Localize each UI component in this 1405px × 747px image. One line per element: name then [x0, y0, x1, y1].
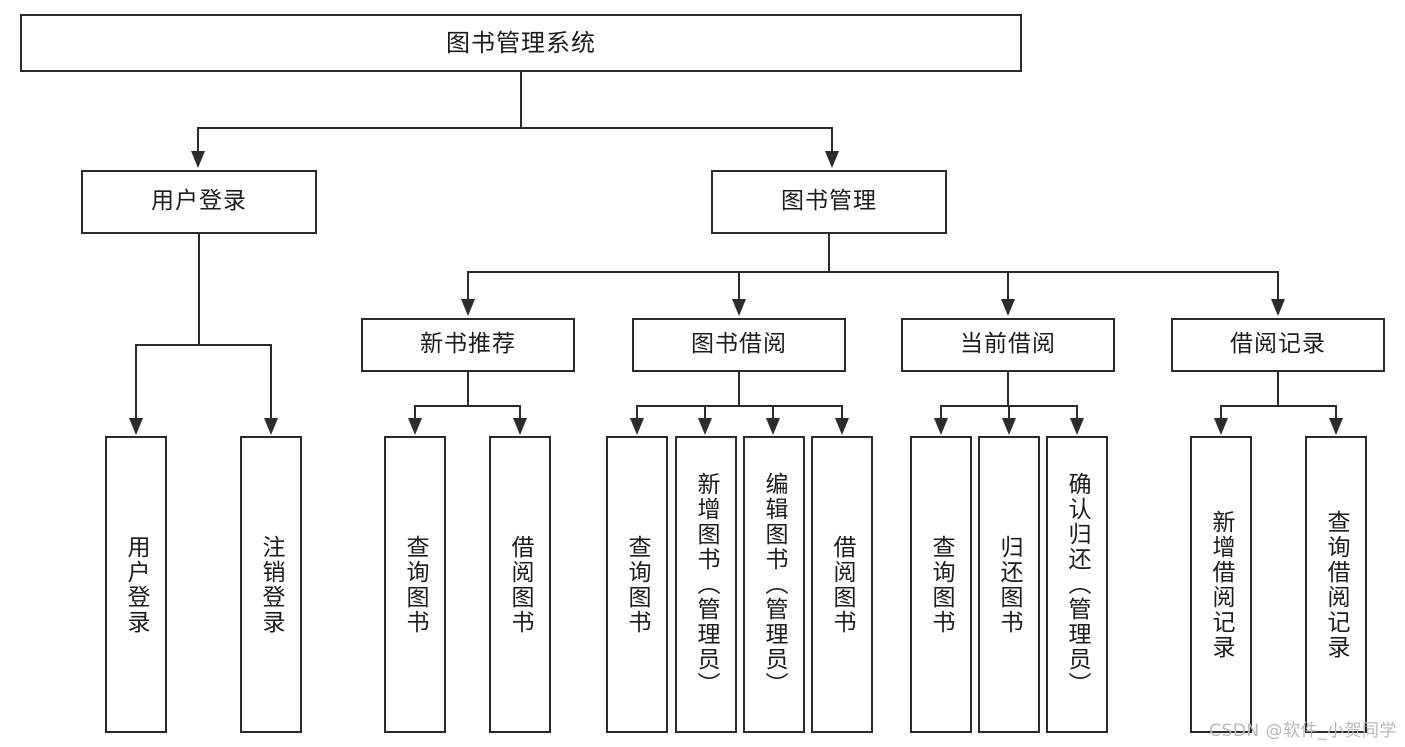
arrow-borrow-records-to-leaf-0 [1214, 418, 1228, 435]
csdn-watermark: CSDN @软件_小贺同学 [1209, 721, 1397, 741]
edge-new-book-to-leaf-1 [519, 405, 521, 421]
arrow-book-borrow-to-leaf-1 [698, 418, 712, 435]
node-label: 确认归还（管理员） [1064, 472, 1091, 697]
arrow-book-mgmt-to-current-borrow [1001, 299, 1015, 316]
node-label: 查询图书 [402, 534, 429, 635]
node-label: 图书借阅 [691, 331, 787, 358]
arrow-current-borrow-to-leaf-0 [934, 418, 948, 435]
arrow-book-mgmt-to-new-book [461, 299, 475, 316]
edge-current-borrow-to-leaf-1 [1008, 405, 1010, 421]
edge-root-to-book-mgmt [831, 127, 833, 154]
leaf-edit-book-admin[interactable]: 编辑图书（管理员） [743, 436, 805, 733]
edge-root-stem [520, 72, 522, 128]
edge-borrow-records-to-leaf-0 [1220, 405, 1222, 421]
edge-book-borrow-to-leaf-0 [636, 405, 638, 421]
node-user-login[interactable]: 用户登录 [81, 170, 317, 234]
edge-user-login-to-leaf-0 [135, 344, 137, 421]
leaf-return-book[interactable]: 归还图书 [978, 436, 1040, 733]
arrow-book-mgmt-to-book-borrow [732, 299, 746, 316]
arrow-current-borrow-to-leaf-1 [1002, 418, 1016, 435]
arrow-current-borrow-to-leaf-2 [1070, 418, 1084, 435]
edge-book-borrow-to-leaf-1 [704, 405, 706, 421]
node-label: 查询借阅记录 [1323, 509, 1350, 660]
edge-root-to-user-login [197, 127, 199, 154]
leaf-query-borrow-record[interactable]: 查询借阅记录 [1305, 436, 1367, 733]
edge-book-mgmt-to-borrow-records [1277, 271, 1279, 302]
edge-user-login-to-leaf-1 [270, 344, 272, 421]
node-root-system[interactable]: 图书管理系统 [20, 14, 1022, 72]
leaf-confirm-return-admin[interactable]: 确认归还（管理员） [1046, 436, 1108, 733]
arrow-book-mgmt-to-borrow-records [1271, 299, 1285, 316]
leaf-query-book-recommend[interactable]: 查询图书 [384, 436, 446, 733]
edge-borrow-records-bus [1220, 405, 1337, 407]
arrow-borrow-records-to-leaf-1 [1329, 418, 1343, 435]
node-label: 借阅记录 [1230, 331, 1326, 358]
edge-new-book-bus [414, 405, 521, 407]
edge-book-mgmt-to-book-borrow [738, 271, 740, 302]
node-label: 图书管理系统 [446, 28, 596, 57]
leaf-borrow-book-recommend[interactable]: 借阅图书 [489, 436, 551, 733]
node-label: 新增借阅记录 [1208, 509, 1235, 660]
node-label: 编辑图书（管理员） [761, 472, 788, 697]
node-label: 用户登录 [151, 188, 247, 215]
arrow-root-to-book-mgmt [825, 151, 839, 168]
leaf-add-book-admin[interactable]: 新增图书（管理员） [675, 436, 737, 733]
node-label: 查询图书 [624, 534, 651, 635]
leaf-user-login[interactable]: 用户登录 [105, 436, 167, 733]
node-label: 当前借阅 [960, 331, 1056, 358]
node-book-management[interactable]: 图书管理 [711, 170, 947, 234]
edge-book-mgmt-bus [467, 271, 1279, 273]
leaf-borrow-book[interactable]: 借阅图书 [811, 436, 873, 733]
arrow-book-borrow-to-leaf-3 [835, 418, 849, 435]
leaf-user-logout[interactable]: 注销登录 [240, 436, 302, 733]
leaf-add-borrow-record[interactable]: 新增借阅记录 [1190, 436, 1252, 733]
edge-current-borrow-stem [1007, 372, 1009, 406]
edge-borrow-records-to-leaf-1 [1335, 405, 1337, 421]
edge-current-borrow-to-leaf-2 [1076, 405, 1078, 421]
edge-user-login-stem [198, 234, 200, 345]
edge-new-book-stem [467, 372, 469, 406]
arrow-book-borrow-to-leaf-2 [766, 418, 780, 435]
arrow-user-login-to-leaf-0 [129, 418, 143, 435]
node-book-borrow[interactable]: 图书借阅 [632, 318, 846, 372]
edge-user-login-bus [135, 344, 272, 346]
arrow-user-login-to-leaf-1 [264, 418, 278, 435]
node-label: 图书管理 [781, 188, 877, 215]
edge-book-borrow-bus [636, 405, 843, 407]
node-current-borrow[interactable]: 当前借阅 [901, 318, 1115, 372]
arrow-root-to-user-login [191, 151, 205, 168]
arrow-new-book-to-leaf-1 [513, 418, 527, 435]
leaf-query-book-borrow[interactable]: 查询图书 [606, 436, 668, 733]
edge-root-bus [197, 127, 833, 129]
edge-book-borrow-stem [738, 372, 740, 406]
edge-book-mgmt-to-current-borrow [1007, 271, 1009, 302]
edge-book-mgmt-stem [828, 234, 830, 272]
edge-book-borrow-to-leaf-3 [841, 405, 843, 421]
edge-borrow-records-stem [1277, 372, 1279, 406]
node-label: 归还图书 [996, 534, 1023, 635]
node-label: 用户登录 [123, 534, 150, 635]
arrow-new-book-to-leaf-0 [408, 418, 422, 435]
node-label: 借阅图书 [829, 534, 856, 635]
node-label: 查询图书 [928, 534, 955, 635]
node-label: 借阅图书 [507, 534, 534, 635]
node-borrow-records[interactable]: 借阅记录 [1171, 318, 1385, 372]
node-label: 新书推荐 [420, 331, 516, 358]
leaf-query-book-current[interactable]: 查询图书 [910, 436, 972, 733]
arrow-book-borrow-to-leaf-0 [630, 418, 644, 435]
node-label: 注销登录 [258, 534, 285, 635]
node-label: 新增图书（管理员） [693, 472, 720, 697]
edge-book-mgmt-to-new-book [467, 271, 469, 302]
edge-new-book-to-leaf-0 [414, 405, 416, 421]
node-new-book-recommend[interactable]: 新书推荐 [361, 318, 575, 372]
edge-current-borrow-to-leaf-0 [940, 405, 942, 421]
edge-book-borrow-to-leaf-2 [772, 405, 774, 421]
